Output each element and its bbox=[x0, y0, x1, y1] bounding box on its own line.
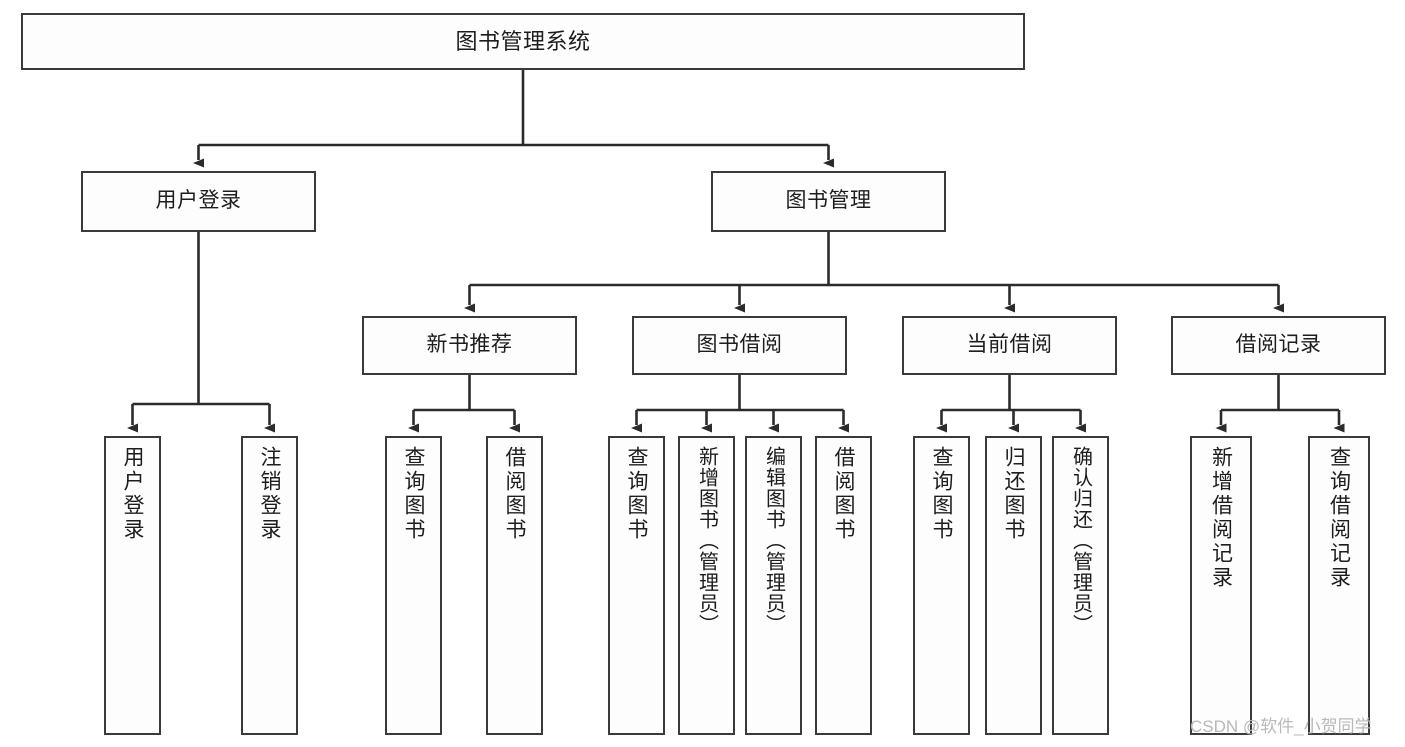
node-leaf-borrow-book-recommend[interactable]: 借阅图书 bbox=[486, 436, 543, 735]
node-label: 图书借阅 bbox=[696, 333, 783, 357]
node-leaf-return-book[interactable]: 归还图书 bbox=[985, 436, 1042, 735]
node-label: 用户登录 bbox=[121, 446, 144, 542]
node-label: 图书管理 bbox=[785, 189, 872, 213]
node-leaf-edit-book-admin[interactable]: 编辑图书（管理员） bbox=[745, 436, 802, 735]
node-label: 借阅图书 bbox=[832, 446, 855, 542]
node-label: 借阅记录 bbox=[1235, 333, 1322, 357]
node-leaf-logout-login[interactable]: 注销登录 bbox=[241, 436, 298, 735]
node-label: 查询图书 bbox=[402, 446, 425, 542]
node-label: 新增借阅记录 bbox=[1209, 446, 1233, 590]
node-leaf-query-book-borrow[interactable]: 查询图书 bbox=[608, 436, 665, 735]
csdn-watermark: CSDN @软件_小贺同学 bbox=[1190, 717, 1372, 736]
node-label: 编辑图书（管理员） bbox=[762, 446, 785, 635]
node-leaf-confirm-return-admin[interactable]: 确认归还（管理员） bbox=[1052, 436, 1109, 735]
node-l2-book-borrow[interactable]: 图书借阅 bbox=[632, 316, 847, 375]
node-leaf-add-book-admin[interactable]: 新增图书（管理员） bbox=[678, 436, 735, 735]
node-l2-borrow-record[interactable]: 借阅记录 bbox=[1171, 316, 1386, 375]
node-label: 借阅图书 bbox=[503, 446, 526, 542]
node-l2-current-borrow[interactable]: 当前借阅 bbox=[902, 316, 1117, 375]
node-root[interactable]: 图书管理系统 bbox=[21, 13, 1025, 70]
node-label: 用户登录 bbox=[155, 189, 242, 213]
node-label: 查询图书 bbox=[930, 446, 953, 542]
node-label: 查询借阅记录 bbox=[1327, 446, 1351, 590]
node-label: 归还图书 bbox=[1002, 446, 1025, 542]
node-leaf-query-book-recommend[interactable]: 查询图书 bbox=[385, 436, 442, 735]
node-label: 图书管理系统 bbox=[455, 28, 591, 54]
node-label: 注销登录 bbox=[258, 446, 281, 542]
node-l2-new-book-recommend[interactable]: 新书推荐 bbox=[362, 316, 577, 375]
node-l1-user-login[interactable]: 用户登录 bbox=[81, 171, 316, 232]
node-label: 查询图书 bbox=[625, 446, 648, 542]
node-leaf-user-login[interactable]: 用户登录 bbox=[104, 436, 161, 735]
node-l1-book-manage[interactable]: 图书管理 bbox=[711, 171, 946, 232]
node-leaf-query-borrow-record[interactable]: 查询借阅记录 bbox=[1308, 436, 1370, 735]
node-label: 新增图书（管理员） bbox=[695, 446, 718, 635]
node-label: 新书推荐 bbox=[426, 333, 513, 357]
node-leaf-add-borrow-record[interactable]: 新增借阅记录 bbox=[1190, 436, 1252, 735]
node-label: 确认归还（管理员） bbox=[1069, 446, 1092, 635]
node-label: 当前借阅 bbox=[966, 333, 1053, 357]
node-leaf-query-book-current[interactable]: 查询图书 bbox=[913, 436, 970, 735]
node-leaf-borrow-book[interactable]: 借阅图书 bbox=[815, 436, 872, 735]
